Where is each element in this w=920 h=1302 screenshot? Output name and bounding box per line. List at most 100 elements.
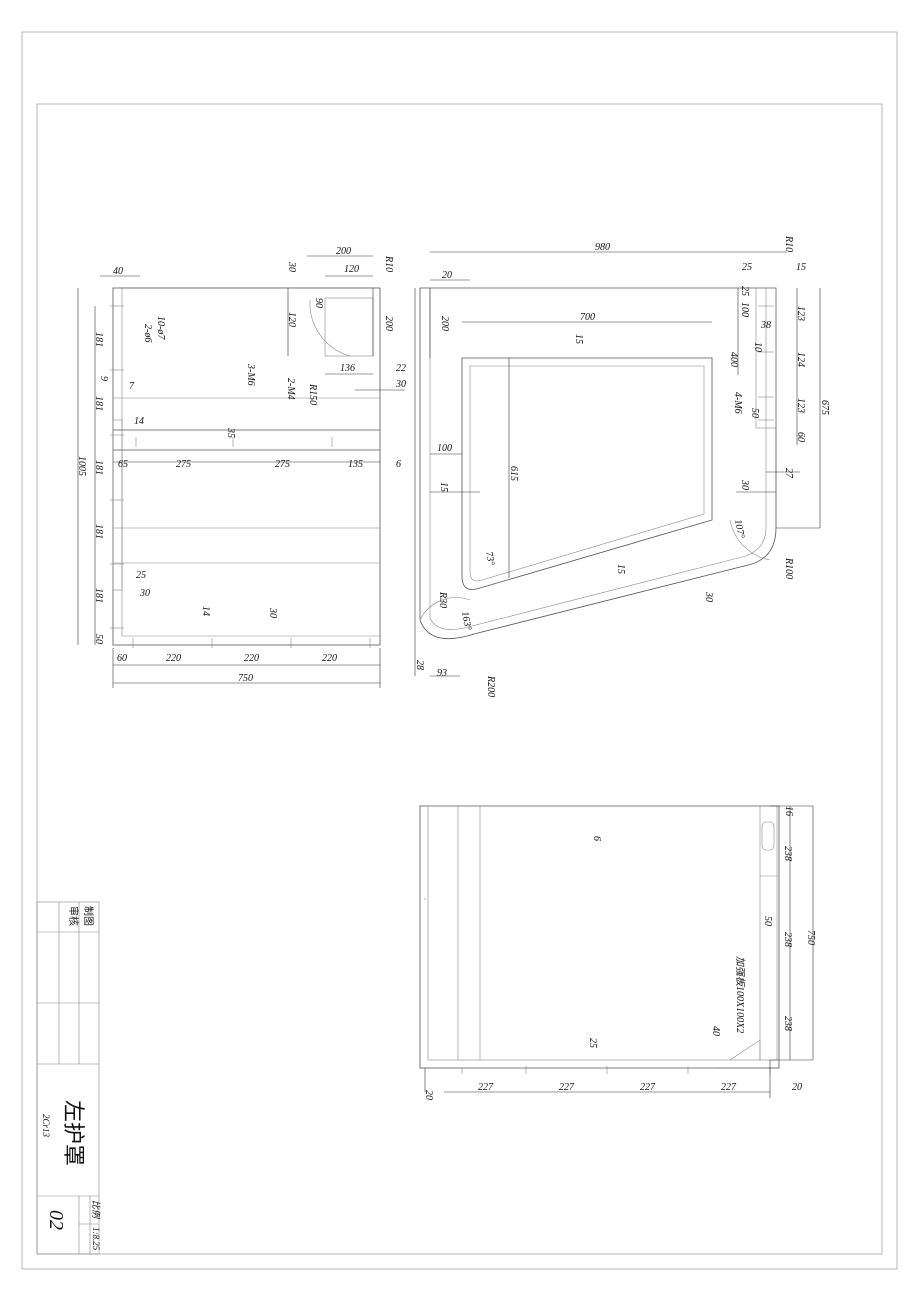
dim-b-40: 40: [710, 1026, 721, 1036]
part-name: 左护罩: [61, 1100, 86, 1166]
outer-border: [21, 31, 898, 1270]
dim-b-238b: 238: [782, 932, 793, 947]
bottom-view: 6 16 238 50 238 750 加强板100X100X2 238 40 …: [419, 805, 816, 1100]
dim-f-b30b: 30: [267, 607, 278, 618]
dim-f-9: 9: [98, 376, 109, 381]
dim-s-200: 200: [439, 316, 450, 331]
dim-s-25s: 25: [739, 286, 750, 296]
scale-value: 1:8.25: [91, 1227, 101, 1251]
dim-f-181a: 181: [93, 332, 104, 347]
dim-s-123a: 123: [795, 306, 806, 321]
dim-b-238c: 238: [782, 1016, 793, 1031]
dim-f-275a: 275: [176, 459, 191, 470]
dim-f-30: 30: [395, 379, 406, 390]
dim-b-238a: 238: [782, 846, 793, 861]
dim-s-20: 20: [442, 270, 452, 281]
dim-b-16: 16: [783, 806, 794, 816]
front-view: 40 30 200 120 R10 120 90 200 136 22 30 R…: [76, 246, 406, 688]
dim-s-980: 980: [595, 242, 610, 253]
dim-s-60: 60: [795, 432, 806, 442]
dim-b-227c: 227: [640, 1082, 656, 1093]
dim-s-123b: 123: [795, 398, 806, 413]
dim-f-h200: 200: [383, 316, 394, 331]
dim-f-7: 7: [129, 381, 135, 392]
side-outline: [419, 287, 777, 640]
dim-f-220a: 220: [166, 653, 181, 664]
side-view: 980 R10 20 25 15 700 200 15 400 100 25 3…: [414, 235, 830, 697]
bottom-outline: [419, 805, 780, 1069]
dim-f-m4: 2-M4: [285, 378, 296, 400]
dim-s-93: 93: [437, 668, 447, 679]
dim-s-27: 27: [783, 468, 794, 479]
dim-s-r30: R30: [437, 591, 448, 608]
dim-s-25: 25: [742, 262, 752, 273]
dim-f-r10: R10: [383, 255, 394, 272]
dim-s-615: 615: [508, 466, 519, 481]
dim-s-15b: 15: [573, 334, 584, 344]
dim-s-a107: 107°: [732, 519, 746, 540]
dim-f-r150: R150: [307, 383, 318, 405]
label-drawn: 制图: [82, 906, 95, 926]
dim-b-20: 20: [792, 1082, 802, 1093]
dim-s-38: 38: [760, 320, 771, 331]
dim-s-m6: 4-M6: [732, 392, 743, 414]
dim-b-227b: 227: [559, 1082, 575, 1093]
dim-f-275b: 275: [275, 459, 290, 470]
dim-f-top30: 30: [286, 261, 297, 272]
dim-f-b30: 30: [139, 588, 150, 599]
dim-s-r10: R10: [783, 235, 794, 252]
dim-f-181e: 181: [93, 588, 104, 603]
dim-s-a163: 163°: [459, 611, 473, 632]
dim-f-22: 22: [396, 363, 406, 374]
dim-s-28: 28: [414, 660, 425, 670]
dim-s-15: 15: [796, 262, 806, 273]
dim-f-top40: 40: [113, 266, 123, 277]
dim-f-135: 135: [348, 459, 363, 470]
dim-s-675: 675: [819, 400, 830, 415]
material: 2Cr13: [41, 1114, 51, 1138]
dim-f-b14: 14: [200, 606, 211, 616]
dim-f-14: 14: [134, 416, 144, 427]
dim-f-35: 35: [225, 427, 236, 438]
dim-b-25: 25: [587, 1038, 598, 1048]
inner-border: [36, 103, 883, 1255]
dim-f-m6: 3-M6: [245, 363, 256, 386]
dim-f-holes1: 10-ø7: [155, 316, 166, 340]
dim-f-750: 750: [238, 673, 253, 684]
dim-f-6: 6: [396, 459, 401, 470]
dim-f-holes2: 2-ø6: [142, 324, 153, 342]
dim-s-a73: 73°: [483, 551, 496, 567]
dim-s-50: 50: [749, 408, 760, 418]
dim-b-20b: 20: [423, 1090, 434, 1100]
dim-s-100: 100: [437, 443, 452, 454]
dim-f-50: 50: [93, 634, 104, 644]
dim-f-181c: 181: [93, 460, 104, 475]
dim-b-note: 加强板100X100X2: [734, 956, 746, 1033]
dim-s-30b: 30: [703, 591, 714, 602]
dim-s-124: 124: [795, 352, 806, 367]
dim-f-220b: 220: [244, 653, 259, 664]
dim-s-30: 30: [739, 479, 750, 490]
dim-f-top120: 120: [344, 264, 359, 275]
dim-f-181b: 181: [93, 396, 104, 411]
dim-s-10: 10: [752, 342, 763, 352]
dim-b-227a: 227: [478, 1082, 494, 1093]
title-block: 制图 审核 左护罩 2Cr13 02 比例 1:8.25: [36, 901, 101, 1255]
dim-f-136: 136: [340, 363, 355, 374]
dim-f-181d: 181: [93, 524, 104, 539]
label-checked: 审核: [67, 906, 80, 926]
dim-f-h120: 120: [286, 312, 297, 327]
side-inner-panel: [461, 357, 713, 590]
dim-s-400: 400: [728, 352, 739, 367]
dim-f-b25: 25: [136, 570, 146, 581]
dim-b-6: 6: [591, 836, 602, 841]
dim-b-750: 750: [805, 930, 816, 945]
dim-s-15c: 15: [438, 482, 449, 492]
dim-f-top200: 200: [336, 246, 351, 257]
dim-s-r200: R200: [485, 675, 496, 697]
drawing-number: 02: [45, 1210, 67, 1230]
dim-s-700: 700: [580, 312, 595, 323]
dim-s-15d: 15: [615, 564, 626, 574]
label-scale: 比例: [91, 1200, 101, 1220]
